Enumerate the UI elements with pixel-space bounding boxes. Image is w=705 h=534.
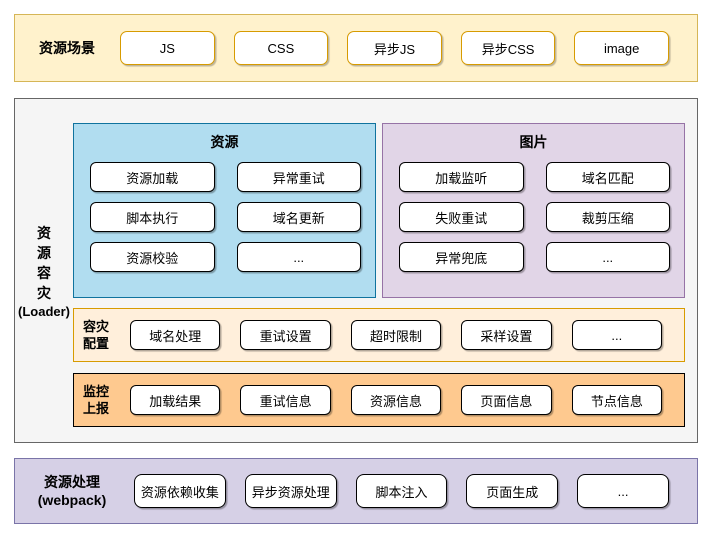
loader-label-vertical: 资源容灾 [37,224,51,301]
node-webpack-more: ... [577,474,669,508]
node-load-listen: 加载监听 [399,162,524,192]
node-config-more: ... [571,320,663,350]
node-resource-info: 资源信息 [350,385,442,415]
node-exception-fallback: 异常兜底 [399,242,524,272]
resource-group: 资源 资源加载 异常重试 脚本执行 域名更新 资源校验 ... [73,123,376,298]
node-image-more: ... [545,242,670,272]
webpack-section: 资源处理 (webpack) 资源依赖收集 异步资源处理 脚本注入 页面生成 .… [14,458,698,524]
node-load-result: 加载结果 [130,385,221,415]
scene-item-async-js: 异步JS [347,31,442,65]
node-resource-more: ... [236,242,361,272]
node-node-info: 节点信息 [571,385,663,415]
image-group: 图片 加载监听 域名匹配 失败重试 裁剪压缩 异常兜底 ... [382,123,685,298]
loader-section-label: 资源容灾 (Loader) [15,99,73,442]
webpack-label-line1: 资源处理 [44,474,100,490]
node-domain-handle: 域名处理 [130,320,221,350]
node-exception-retry: 异常重试 [236,162,361,192]
node-domain-update: 域名更新 [236,202,361,232]
scene-item-async-css: 异步CSS [460,31,556,65]
scene-item-css: CSS [233,31,329,65]
resource-scene-section: 资源场景 JS CSS 异步JS 异步CSS image [14,14,698,82]
config-band: 容灾配置 域名处理 重试设置 超时限制 采样设置 ... [73,308,685,362]
node-script-inject: 脚本注入 [355,474,448,508]
report-band-label: 监控上报 [82,384,109,416]
resource-group-grid: 资源加载 异常重试 脚本执行 域名更新 资源校验 ... [74,152,375,272]
node-script-exec: 脚本执行 [90,202,215,232]
node-crop-compress: 裁剪压缩 [545,202,670,232]
report-band: 监控上报 加载结果 重试信息 资源信息 页面信息 节点信息 [73,373,685,427]
webpack-section-label: 资源处理 (webpack) [29,473,115,509]
webpack-label-line2: (webpack) [37,492,107,508]
node-resource-load: 资源加载 [90,162,215,192]
node-timeout-limit: 超时限制 [350,320,442,350]
scene-section-label: 资源场景 [39,40,95,56]
scene-item-js: JS [120,31,215,65]
node-dep-collect: 资源依赖收集 [134,474,226,508]
node-retry-info: 重试信息 [240,385,331,415]
node-domain-match: 域名匹配 [545,162,670,192]
node-resource-verify: 资源校验 [90,242,215,272]
node-page-generate: 页面生成 [466,474,559,508]
loader-label-sub: (Loader) [18,303,70,319]
config-band-label: 容灾配置 [82,319,109,351]
node-async-resource-handle: 异步资源处理 [244,474,337,508]
resource-group-title: 资源 [210,134,239,150]
image-group-title: 图片 [519,134,548,150]
image-group-grid: 加载监听 域名匹配 失败重试 裁剪压缩 异常兜底 ... [383,152,684,272]
node-fail-retry: 失败重试 [399,202,524,232]
node-retry-setting: 重试设置 [240,320,331,350]
scene-item-image: image [574,31,669,65]
node-page-info: 页面信息 [461,385,552,415]
loader-section: 资源容灾 (Loader) 资源 资源加载 异常重试 脚本执行 域名更新 资源校… [14,98,698,443]
node-sample-setting: 采样设置 [461,320,552,350]
